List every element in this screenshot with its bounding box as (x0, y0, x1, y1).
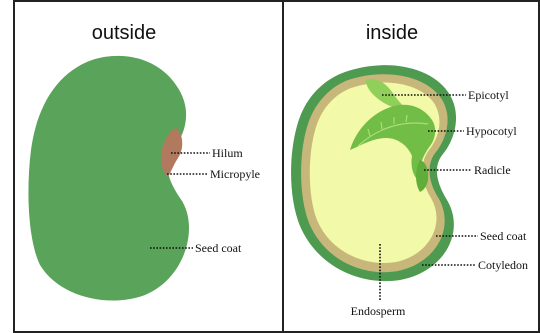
seed-coat-outside-label: Seed coat (195, 241, 242, 255)
epicotyl-label: Epicotyl (468, 88, 509, 102)
endosperm-label: Endosperm (351, 304, 406, 318)
radicle-label: Radicle (474, 163, 511, 177)
outside-seed-coat (28, 56, 189, 301)
seed-coat-inside-label: Seed coat (480, 229, 527, 243)
inside-panel-title: inside (366, 22, 418, 44)
hilum-label: Hilum (212, 146, 243, 160)
outside-seed (28, 56, 189, 301)
cotyledon-label: Cotyledon (478, 258, 528, 272)
inside-seed (291, 65, 456, 281)
micropyle-label: Micropyle (210, 167, 260, 181)
outside-panel-title: outside (92, 22, 157, 44)
hypocotyl-label: Hypocotyl (466, 124, 517, 138)
